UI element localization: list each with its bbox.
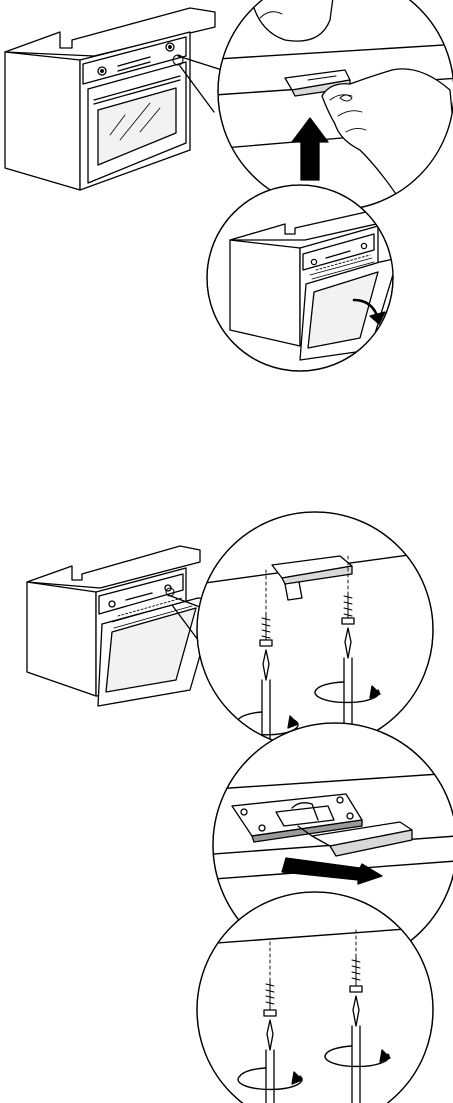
oven-icon: [5, 8, 215, 190]
panel-remove-door-lock: [5, 0, 453, 371]
callout-oven-door-opening: [207, 185, 398, 371]
panel-install-door-lock: [27, 512, 453, 1103]
callout-lock-closeup: [200, 0, 453, 210]
